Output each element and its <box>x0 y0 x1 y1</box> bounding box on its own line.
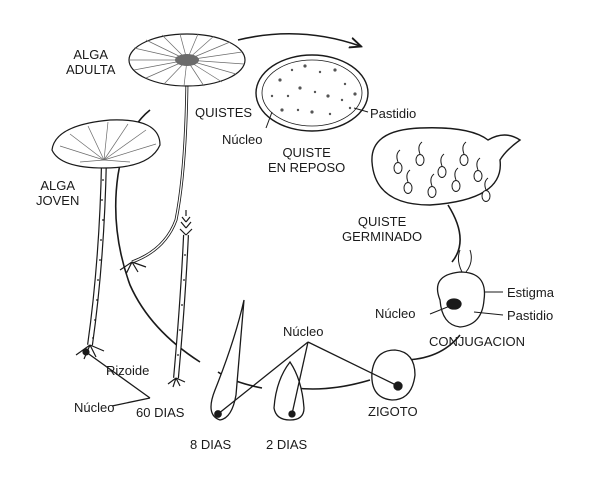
alga-60-days <box>167 210 193 388</box>
adult-alga-rhizoid <box>119 261 147 275</box>
alga-60-days-whorls <box>179 210 193 236</box>
label-60-dias: 60 DIAS <box>136 405 185 420</box>
cycle-arrow-top <box>237 32 360 46</box>
resting-cyst <box>255 54 369 132</box>
label-nucleo-gamete: Núcleo <box>375 306 416 321</box>
label-2-dias: 2 DIAS <box>266 437 308 452</box>
swarmer-gametes <box>393 141 491 202</box>
label-pastidio-cyst: Pastidio <box>370 106 417 121</box>
label-estigma: Estigma <box>507 285 554 300</box>
cycle-arc-right <box>447 204 461 263</box>
zygote <box>371 349 416 401</box>
adult-alga <box>119 33 246 275</box>
germling-2-days <box>273 360 305 421</box>
germling-8-days <box>210 299 245 421</box>
label-conjugacion: CONJUGACION <box>429 334 526 349</box>
pointer-lines <box>85 341 399 415</box>
germinated-cyst <box>371 127 522 206</box>
young-alga <box>51 119 161 360</box>
young-alga-rhizoid <box>75 344 105 360</box>
conjugating-gamete <box>429 249 504 328</box>
label-8-dias: 8 DIAS <box>190 437 232 452</box>
label-nucleo-center: Núcleo <box>283 324 324 339</box>
label-quistes: QUISTES <box>195 105 253 120</box>
label-zigoto: ZIGOTO <box>368 404 418 419</box>
cycle-arc-bottom <box>294 379 371 390</box>
label-nucleo-cyst: Núcleo <box>222 132 263 147</box>
label-nucleo-rhizoid: Núcleo <box>74 400 115 415</box>
adult-alga-stalk <box>131 77 189 264</box>
label-pastidio-gamete: Pastidio <box>507 308 554 323</box>
label-rizoide: Rizoide <box>106 363 150 378</box>
